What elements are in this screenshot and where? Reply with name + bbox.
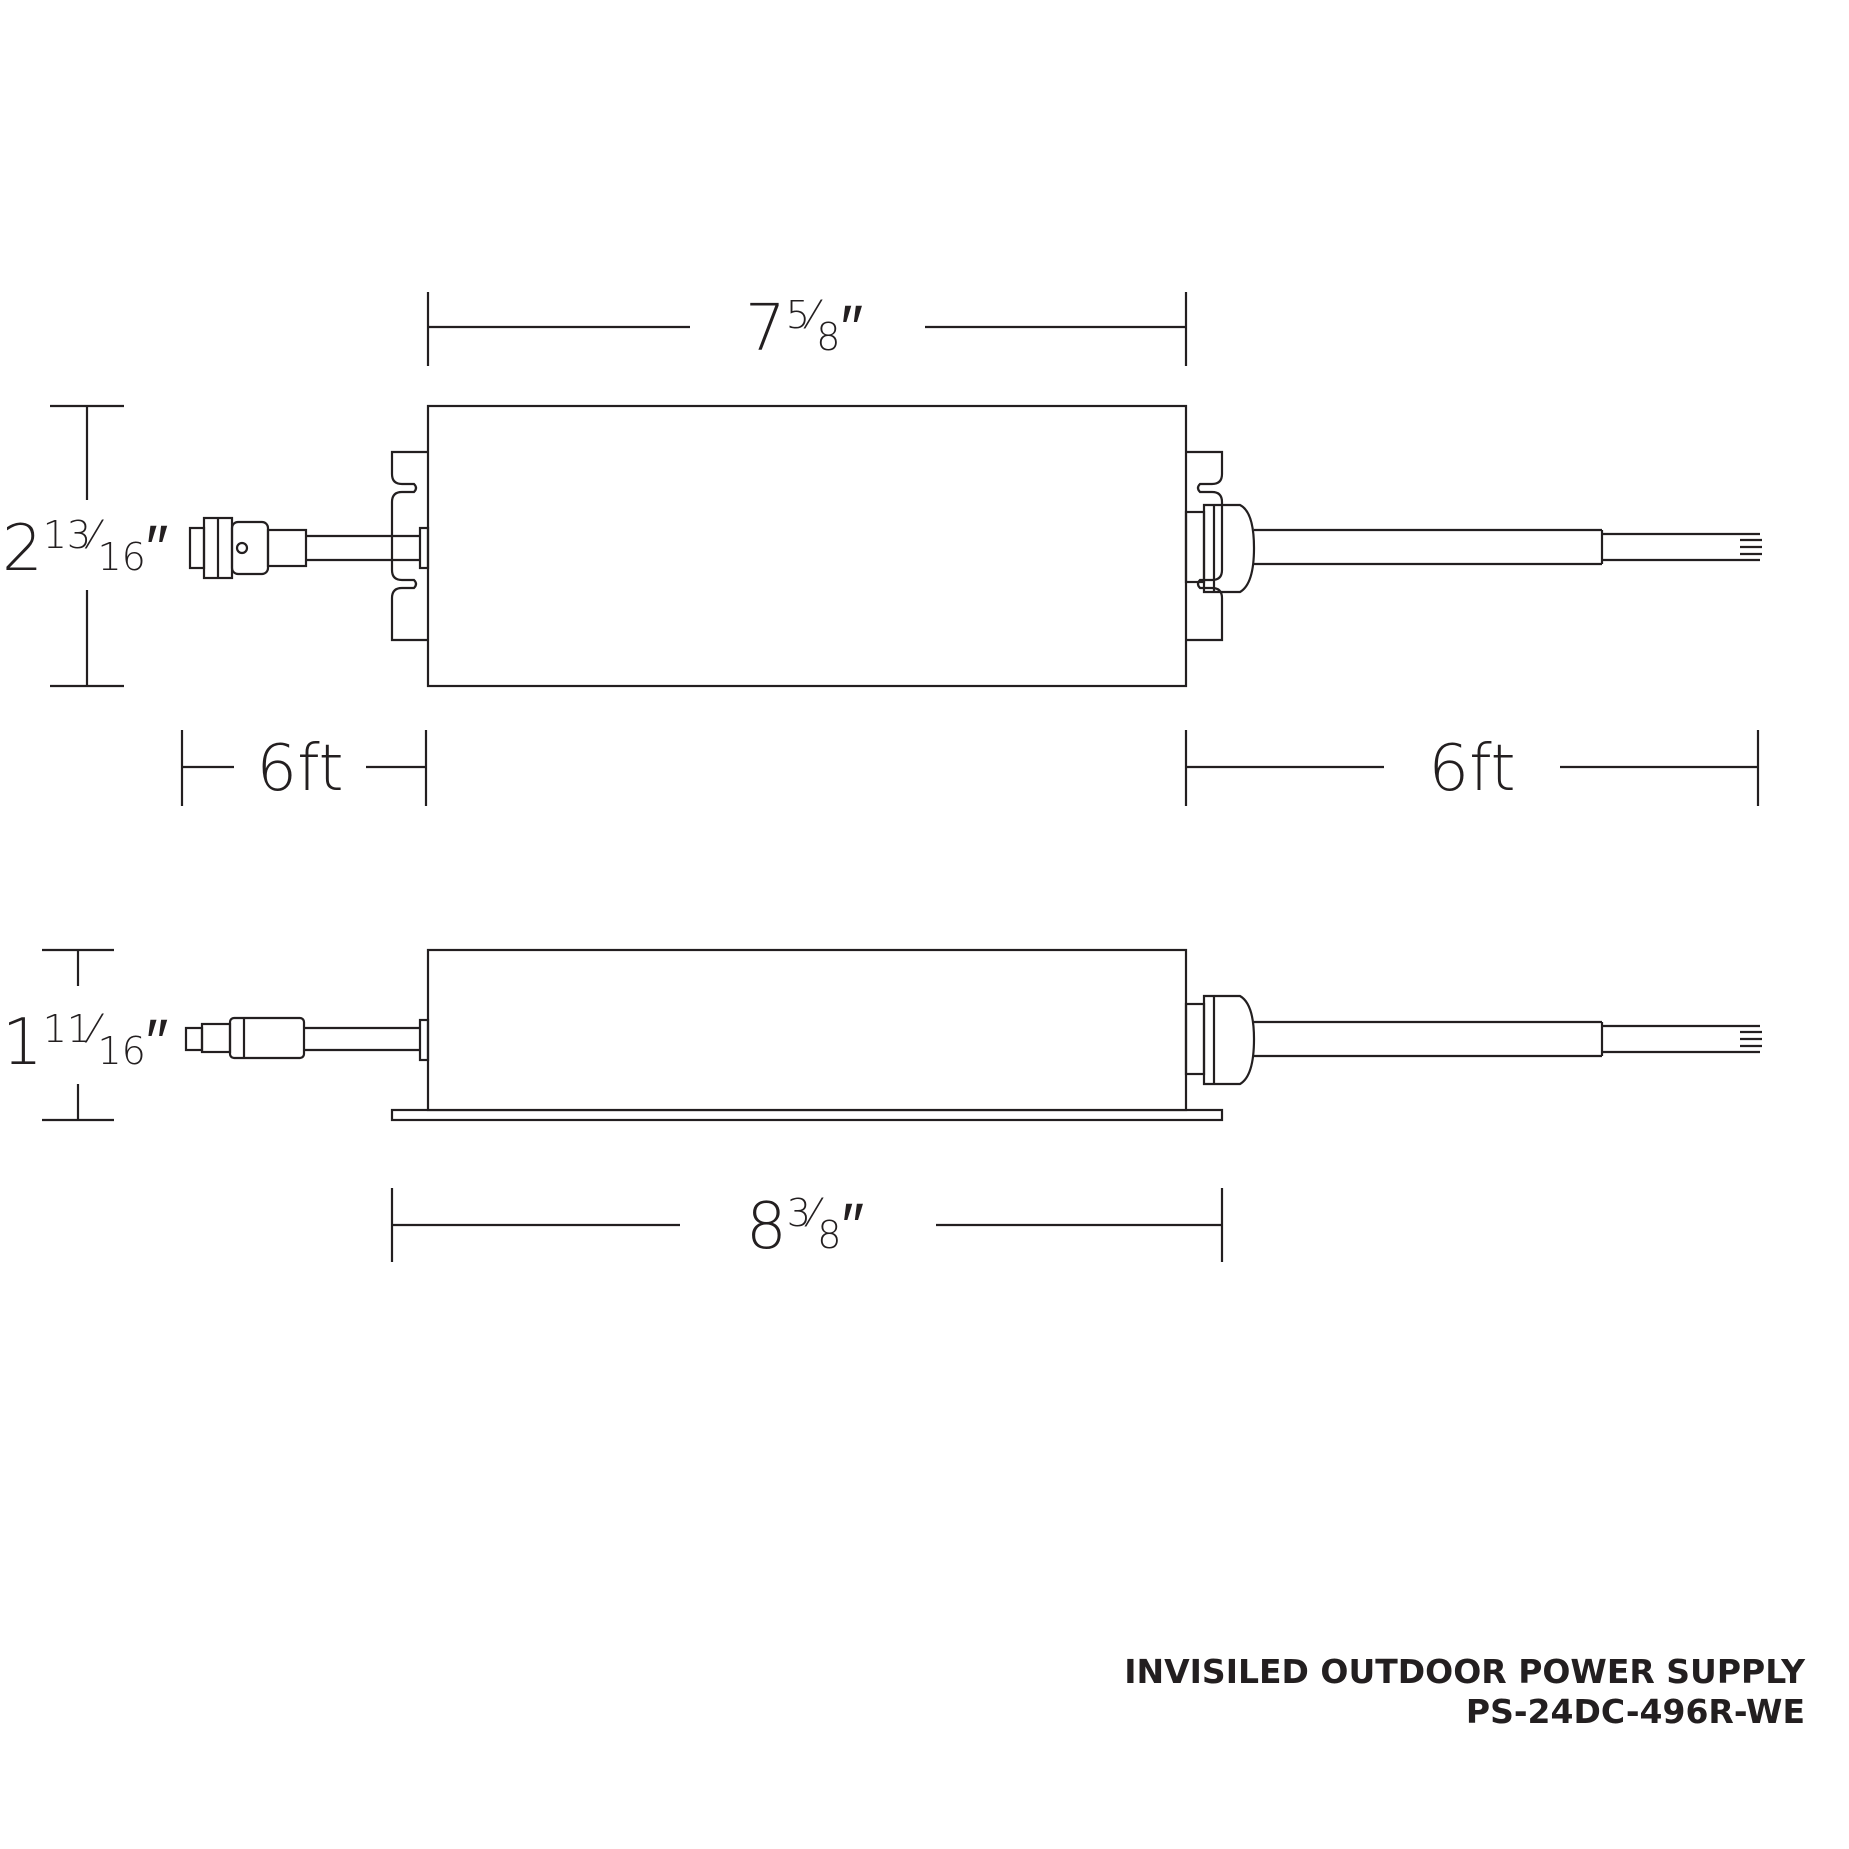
product-caption: INVISILED OUTDOOR POWER SUPPLY PS-24DC-4… xyxy=(905,1652,1805,1732)
side-height-label: 111⁄16″ xyxy=(2,1006,168,1080)
right-wire-ends-icon xyxy=(1740,538,1762,556)
product-model: PS-24DC-496R-WE xyxy=(1465,1692,1805,1731)
left-cable-dimension: 6ft xyxy=(180,730,428,806)
top-view: 75⁄8″ 213⁄16″ xyxy=(2,292,1762,806)
side-right-cable-gland-icon xyxy=(1184,994,1256,1086)
left-cable-label: 6ft xyxy=(256,732,343,806)
right-mounting-tab xyxy=(1186,450,1224,642)
side-width-label: 83⁄8″ xyxy=(746,1190,864,1264)
top-width-dimension: 75⁄8″ xyxy=(426,292,1188,366)
top-view-housing xyxy=(426,404,1188,688)
side-height-dimension: 111⁄16″ xyxy=(2,948,168,1122)
top-height-label: 213⁄16″ xyxy=(2,512,168,586)
right-cable-label: 6ft xyxy=(1428,732,1515,806)
side-right-wire-ends-icon xyxy=(1740,1030,1762,1048)
left-mounting-tab xyxy=(390,450,428,642)
top-width-label: 75⁄8″ xyxy=(745,292,863,366)
right-cable-gland-icon xyxy=(1184,503,1256,594)
left-strain-relief xyxy=(418,526,430,570)
side-view-housing xyxy=(426,948,1188,1112)
top-height-dimension: 213⁄16″ xyxy=(2,404,168,688)
right-cable-dimension: 6ft xyxy=(1184,730,1760,806)
product-title: INVISILED OUTDOOR POWER SUPPLY xyxy=(1124,1652,1805,1691)
left-connector-icon xyxy=(188,516,308,580)
side-view-base-flange xyxy=(390,1108,1224,1122)
side-view: 111⁄16″ xyxy=(2,948,1762,1264)
side-left-connector-icon xyxy=(184,1016,306,1060)
side-width-dimension: 83⁄8″ xyxy=(390,1188,1224,1264)
